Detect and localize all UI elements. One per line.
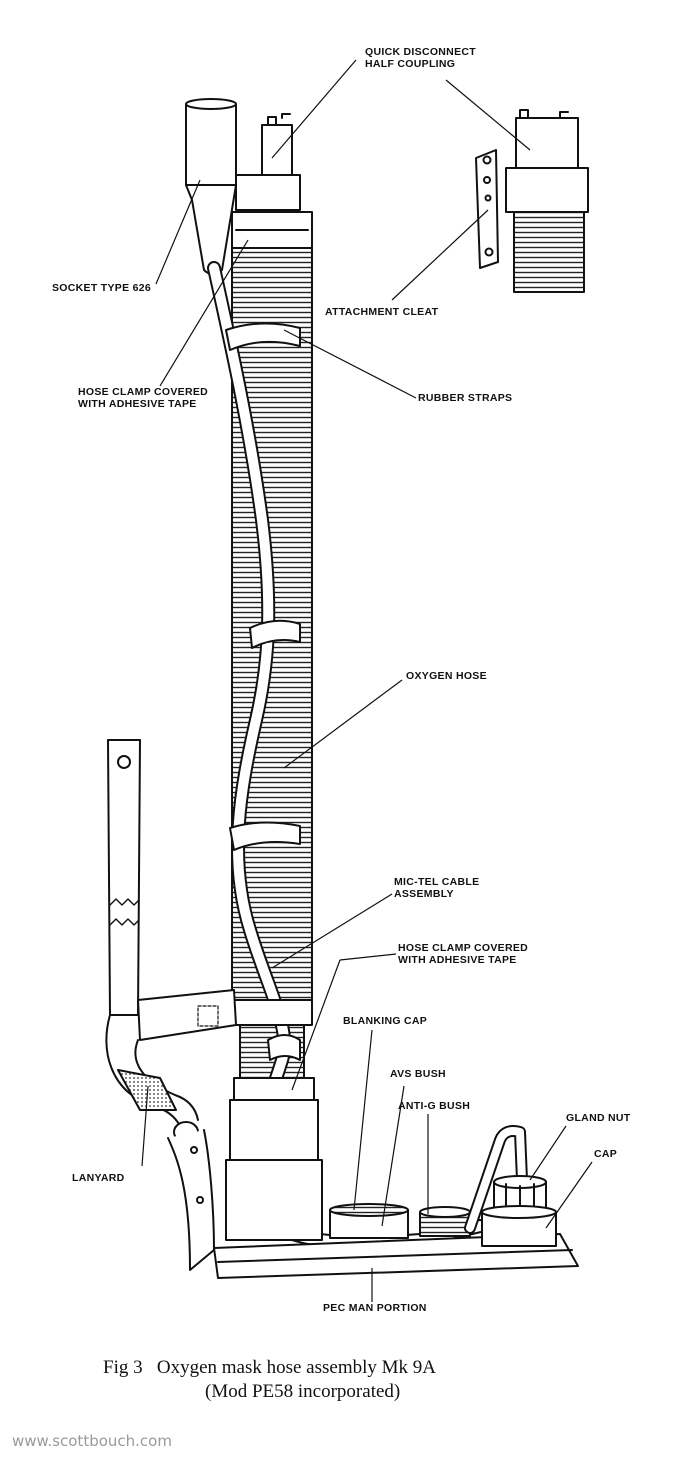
figure-caption-line1: Fig 3 Oxygen mask hose assembly Mk 9A: [103, 1357, 437, 1378]
label-anti-g-bush: ANTI-G BUSH: [398, 1100, 471, 1112]
leader-lines: [141, 59, 593, 1302]
label-attachment-cleat: ATTACHMENT CLEAT: [325, 306, 439, 318]
label-avs-bush: AVS BUSH: [390, 1068, 446, 1080]
label-hose-clamp-top: HOSE CLAMP COVERED WITH ADHESIVE TAPE: [78, 386, 209, 410]
cap: [481, 1205, 557, 1247]
label-socket-type: SOCKET TYPE 626: [52, 282, 152, 294]
label-pec-man-portion: PEC MAN PORTION: [323, 1302, 427, 1314]
gland-nut: [493, 1175, 547, 1211]
label-oxygen-hose: OXYGEN HOSE: [406, 670, 487, 682]
label-rubber-straps: RUBBER STRAPS: [418, 392, 513, 404]
rubber-straps: [225, 322, 301, 851]
label-cap: CAP: [594, 1148, 618, 1160]
label-blanking-cap: BLANKING CAP: [343, 1015, 428, 1027]
socket-type-626: [185, 98, 237, 275]
label-hose-clamp-bottom: HOSE CLAMP COVERED WITH ADHESIVE TAPE: [398, 942, 529, 966]
label-mic-tel: MIC-TEL CABLE ASSEMBLY: [394, 876, 480, 900]
lower-hose-clamp: [231, 999, 313, 1061]
attachment-cleat-detail: [475, 109, 589, 293]
label-lanyard: LANYARD: [72, 1172, 125, 1184]
anti-g-bush: [419, 1206, 471, 1237]
blanking-cap: [329, 1203, 409, 1239]
bent-pipe: [464, 1125, 528, 1234]
label-gland-nut: GLAND NUT: [566, 1112, 631, 1124]
label-quick-disconnect: QUICK DISCONNECT HALF COUPLING: [365, 46, 476, 70]
watermark: www.scottbouch.com: [12, 1432, 172, 1450]
quick-disconnect-coupling: [231, 113, 313, 249]
lanyard: [105, 739, 237, 1271]
connector-body: [225, 1077, 323, 1241]
figure-caption-line2: (Mod PE58 incorporated): [205, 1381, 401, 1402]
